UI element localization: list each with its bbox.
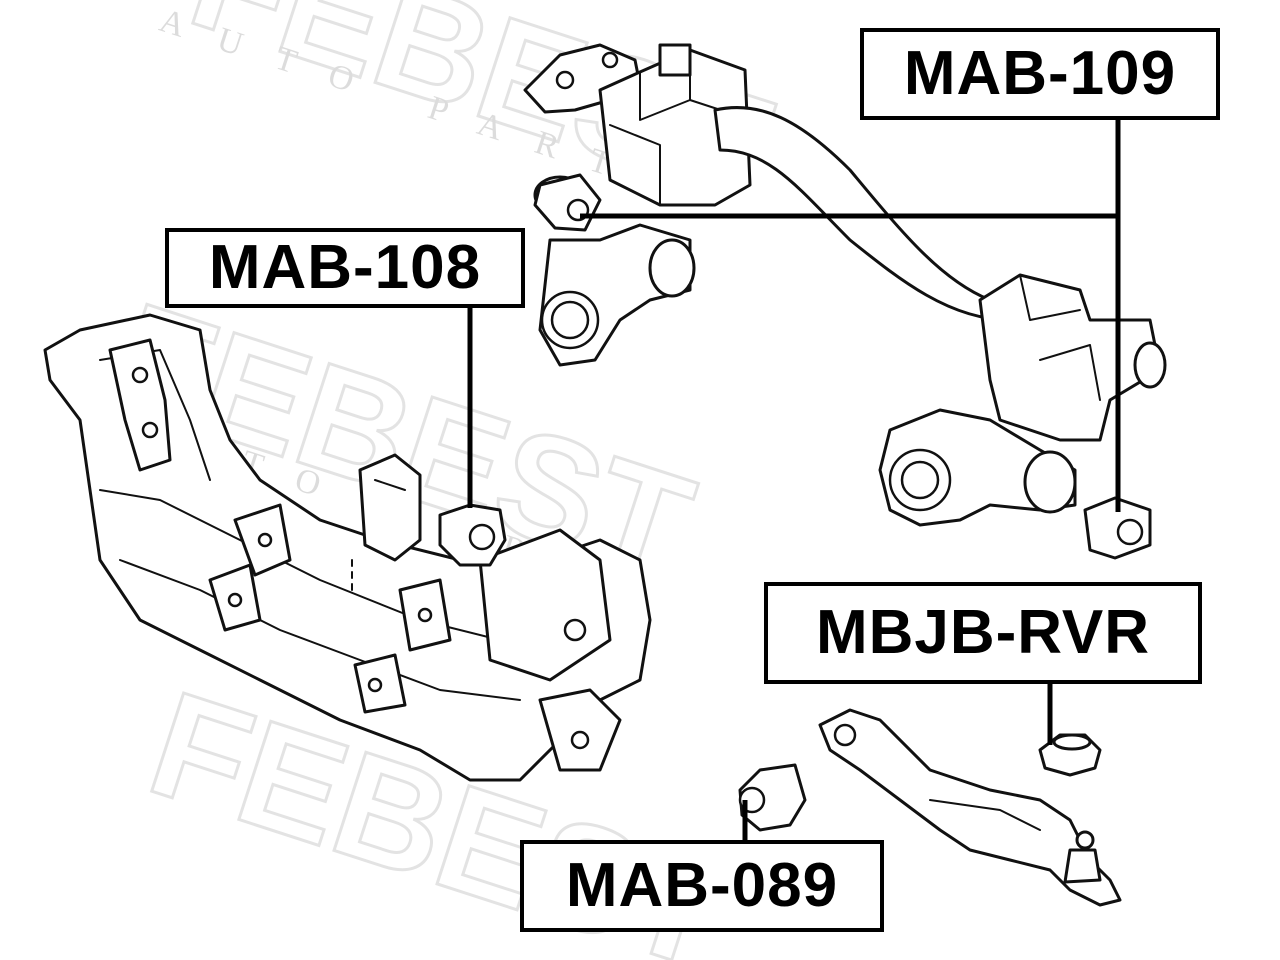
- mab-089-bushing-drawing: [738, 763, 807, 832]
- label-mab-108: MAB-108: [165, 228, 525, 308]
- leader-lines: [467, 118, 1121, 842]
- label-mab-109: MAB-109: [860, 28, 1220, 120]
- label-mab-089: MAB-089: [520, 840, 884, 932]
- front-subframe-drawing: [43, 313, 652, 782]
- label-mbjb-rvr: MBJB-RVR: [764, 582, 1202, 684]
- leader-mab-109: [580, 118, 1121, 512]
- lower-control-arm-drawing: [818, 708, 1122, 907]
- rear-crossmember-drawing: [523, 43, 1167, 560]
